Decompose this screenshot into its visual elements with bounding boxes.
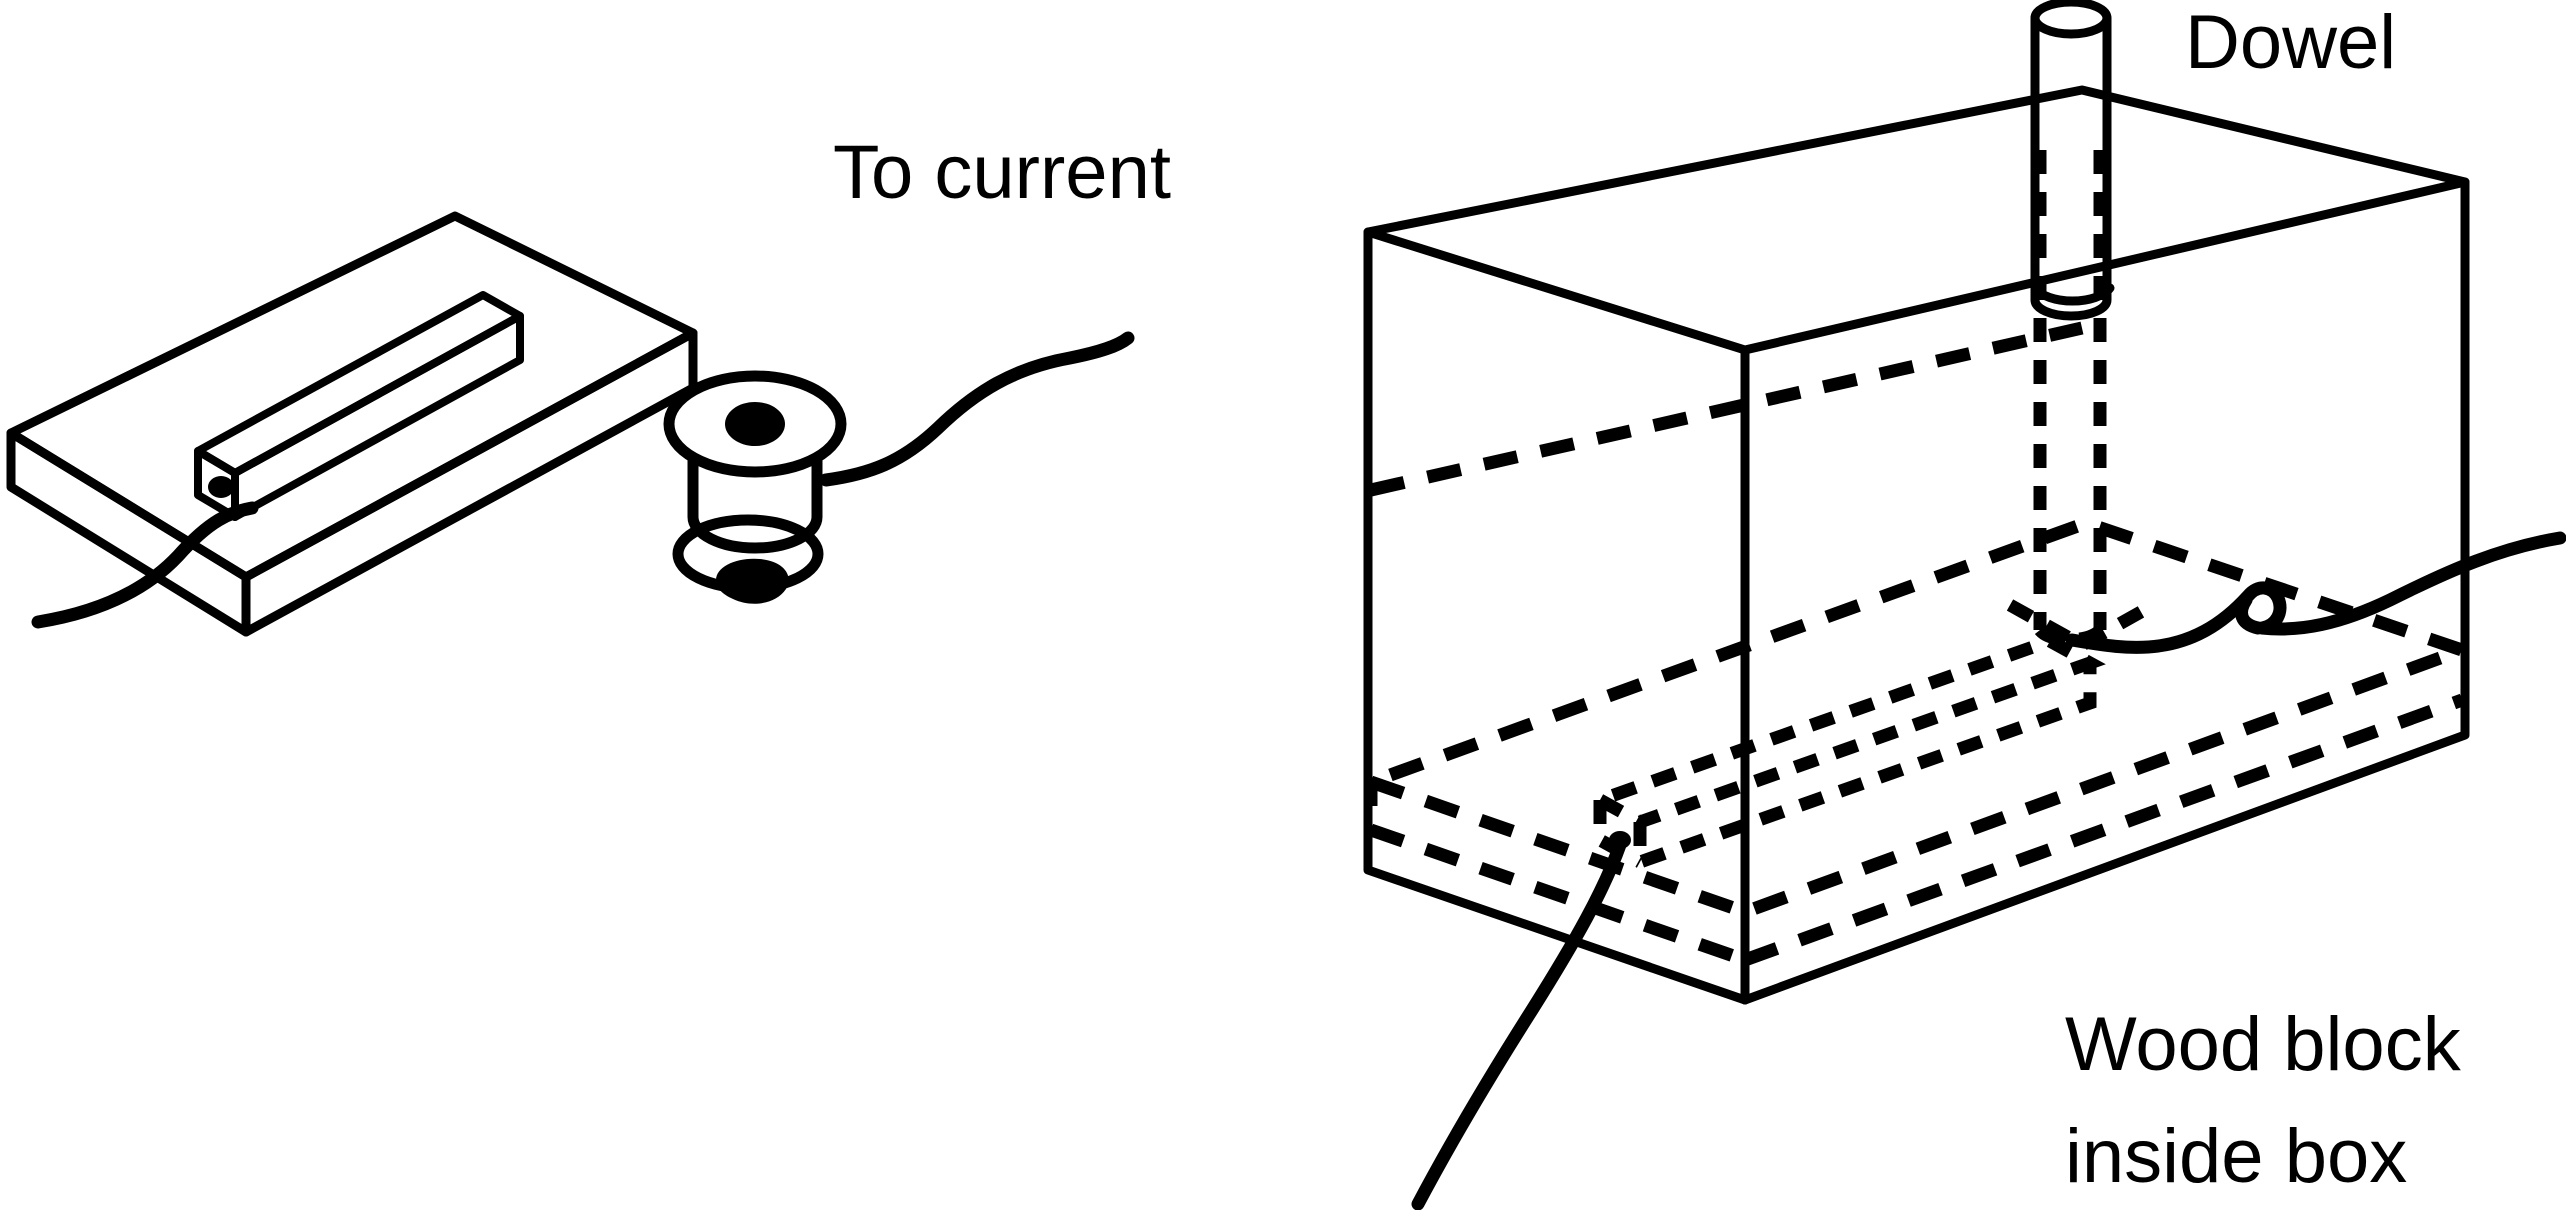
label-wood-block-line1: Wood block: [2065, 1002, 2462, 1087]
electromagnet-spool: [663, 370, 847, 604]
dowel-shaft: [2030, 13, 2112, 321]
box-front-left-face: [1363, 227, 1750, 1005]
label-to-current: To current: [833, 130, 1171, 215]
dowel-hidden-continuation: [2033, 150, 2107, 647]
hidden-block-top-face: [1351, 516, 2482, 919]
dowel-top-ellipse: [2030, 0, 2112, 39]
wire-right-exit-path: [2065, 531, 2566, 654]
hidden-strip-front-face: [1633, 663, 2097, 872]
strip-front-face: [231, 312, 524, 521]
strip-end-face: [194, 447, 239, 521]
hidden-block-lower-left-edge: [1368, 823, 1748, 967]
hidden-spool-footprint: [2006, 598, 2159, 653]
label-wood-block-line2: inside box: [2065, 1114, 2407, 1199]
wire-to-current: [819, 331, 1135, 487]
hidden-block-lower-right-edge: [1742, 693, 2465, 967]
wire-right-loop-kink: [2235, 593, 2265, 635]
left-assembly-wood-block-with-spool: To current: [6, 130, 1171, 637]
raised-strip-on-board: [194, 291, 524, 521]
box-front-right-face: [1740, 177, 2470, 1005]
label-dowel: Dowel: [2185, 0, 2396, 85]
board-right-thickness-face: [241, 328, 698, 637]
strip-end-wire-hole: [208, 476, 234, 498]
right-assembly-box-with-hidden-block: Dowel Wood block inside box: [1351, 0, 2566, 1210]
box-top-face: [1363, 85, 2470, 355]
spool-base-wire-blob: [716, 558, 789, 604]
hidden-block-far-top-edge: [1369, 321, 2084, 497]
wire-lower-left-exit: [1411, 838, 1627, 1210]
spool-center-hole: [725, 402, 785, 446]
wire-right-exit: [2065, 531, 2566, 654]
hidden-wood-block: [1351, 321, 2482, 967]
hidden-strip-end-face: [1593, 800, 1644, 868]
dowel-hidden-bottom: [2034, 625, 2106, 647]
